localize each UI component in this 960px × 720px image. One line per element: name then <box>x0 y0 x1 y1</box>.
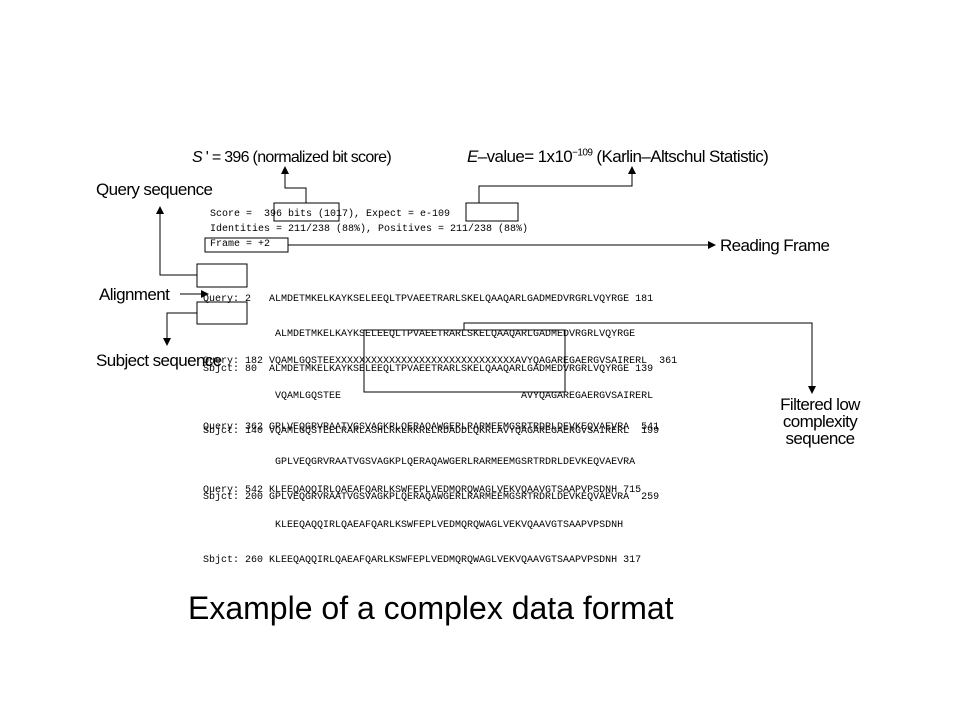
s-prime-arrow <box>281 166 307 203</box>
filtered-region-box <box>363 329 566 393</box>
alignment-label: Alignment <box>99 285 170 304</box>
alignment-block-1: Query: 2 ALMDETMKELKAYKSELEEQLTPVAEETRAR… <box>203 275 653 385</box>
frame-box <box>204 237 289 253</box>
match-row: VQAMLGQSTEE AVYQAGAREGAERGVSAIRERL <box>203 391 654 402</box>
alignment-block-3: Query: 362 GPLVEQGRVRAATVGSVAGKPLQERAQAW… <box>203 403 659 513</box>
alignment-block-2: Query: 182 VQAMLGQSTEEXXXXXXXXXXXXXXXXXX… <box>203 337 677 447</box>
match-row: GPLVEQGRVRAATVGSVAGKPLQERAQAWGERLRARMEEM… <box>203 457 636 468</box>
identities-line: Identities = 211/238 (88%), Positives = … <box>210 224 529 235</box>
subject-sequence-arrow <box>163 312 197 346</box>
evalue-annotation: E–value= 1x10−109 (Karlin–Altschul Stati… <box>467 147 769 167</box>
frame-line: Frame = +2 <box>210 239 271 250</box>
e-symbol: E <box>467 147 478 166</box>
sbjct-row: Sbjct: 260 KLEEQAQQIRLQAEAFQARLKSWFEPLVE… <box>203 555 642 566</box>
evalue-text: –value= 1x10 <box>477 147 573 166</box>
sbjct-row: Sbjct: 140 VQAMLGQSTEELRARLASHLRKLRKRLLR… <box>203 426 660 437</box>
evalue-after: (Karlin–Altschul Statistic) <box>592 147 769 166</box>
evalue-arrow <box>478 166 636 203</box>
s-prime-annotation: S ' = 396 (normalized bit score) <box>192 149 392 167</box>
query-row: Query: 182 VQAMLGQSTEEXXXXXXXXXXXXXXXXXX… <box>203 356 678 367</box>
evalue-exponent: −109 <box>572 147 593 159</box>
filtered-low-complexity-label: Filtered low complexity sequence <box>766 396 874 447</box>
sbjct-row: Sbjct: 80 ALMDETMKELKAYKSELEEQLTPVAEETRA… <box>203 364 654 375</box>
query-sequence-arrow <box>156 206 197 276</box>
sbjct-row: Sbjct: 200 GPLVEQGRVRAATVGSVAGKPLQERAQAW… <box>203 492 660 503</box>
filtered-line-2: complexity <box>782 412 858 431</box>
bits-box <box>273 202 340 222</box>
subject-sequence-label: Subject sequence <box>96 351 222 370</box>
s-prime-text: ' = 396 (normalized bit score) <box>201 149 392 166</box>
filtered-line-3: sequence <box>785 429 856 448</box>
expect-box <box>465 202 519 222</box>
query-sequence-label: Query sequence <box>96 180 213 199</box>
filtered-line-1: Filtered low <box>780 395 860 414</box>
query-label-box <box>196 263 248 288</box>
slide-caption: Example of a complex data format <box>188 590 674 626</box>
alignment-block-4: Query: 542 KLEEQAQQIRLQAEAFQARLKSWFEPLVE… <box>203 466 641 576</box>
query-row: Query: 362 GPLVEQGRVRAATVGSVAGKPLQERAQAW… <box>203 422 660 433</box>
s-symbol: S <box>192 149 203 166</box>
sbjct-label-box <box>196 301 248 325</box>
match-row: KLEEQAQQIRLQAEAFQARLKSWFEPLVEDMQRQWAGLVE… <box>203 520 624 531</box>
query-row: Query: 542 KLEEQAQQIRLQAEAFQARLKSWFEPLVE… <box>203 485 642 496</box>
query-row: Query: 2 ALMDETMKELKAYKSELEEQLTPVAEETRAR… <box>203 294 654 305</box>
match-row: ALMDETMKELKAYKSELEEQLTPVAEETRARLSKELQAAQ… <box>203 329 636 340</box>
reading-frame-label: Reading Frame <box>720 236 830 255</box>
filtered-arrow <box>463 322 816 394</box>
